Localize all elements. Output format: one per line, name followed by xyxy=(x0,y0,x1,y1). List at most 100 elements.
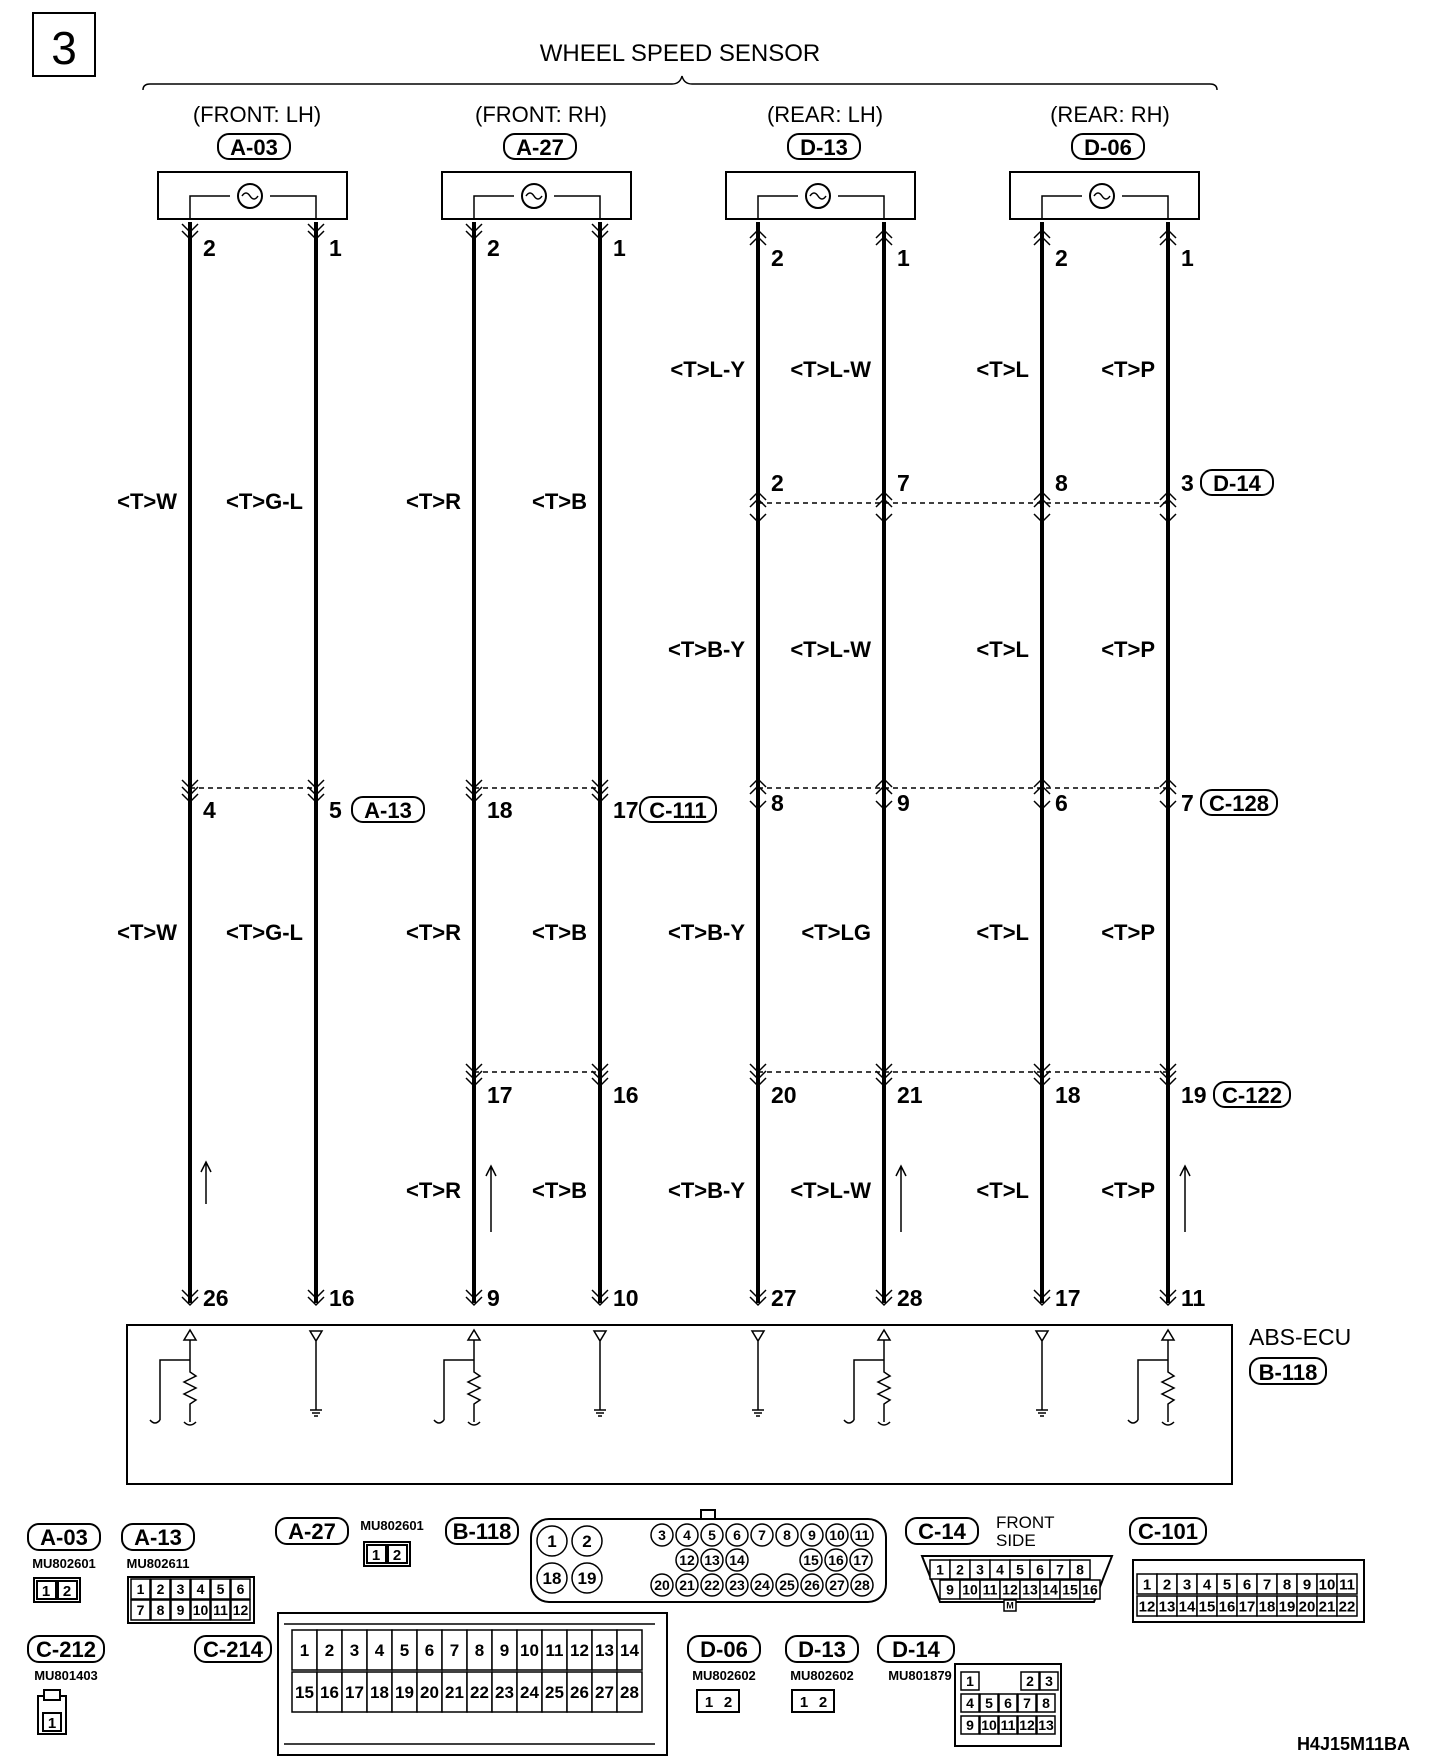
wire-color-label: <T>L-W xyxy=(790,637,871,662)
wire-color-label: <T>B-Y xyxy=(668,637,745,662)
ecu-connector-marks xyxy=(181,1289,1177,1307)
junction-d14: 2 7 8 3 D-14 xyxy=(749,469,1274,524)
wire-color-label: <T>L-W xyxy=(790,1178,871,1203)
pin-label: 5 xyxy=(1016,1562,1024,1578)
pin-label: 11 xyxy=(1339,1576,1355,1593)
pin-label: 12 xyxy=(1002,1582,1018,1598)
pin-label: 11 xyxy=(855,1527,870,1543)
pin-label: 1 xyxy=(42,1583,50,1600)
junction-pin: 21 xyxy=(897,1082,923,1108)
ecu-input-circuit xyxy=(433,1328,482,1426)
pin-cell xyxy=(441,1671,468,1713)
pin-label: 7 xyxy=(1263,1576,1271,1593)
pin-cell xyxy=(1017,1693,1037,1713)
pin-cell xyxy=(650,1573,674,1597)
pin-label: 15 xyxy=(803,1552,819,1568)
pin-cell xyxy=(824,1548,848,1572)
pin-cell xyxy=(1036,1693,1056,1713)
connector-note: FRONT xyxy=(996,1513,1055,1532)
pin-label: 21 xyxy=(445,1683,464,1702)
pin-label: 1 xyxy=(300,1641,309,1660)
pin-cell xyxy=(725,1523,749,1547)
pin-label: 19 xyxy=(395,1683,414,1702)
pin-label: 27 xyxy=(595,1683,614,1702)
pin-cell xyxy=(1036,1715,1056,1735)
part-number: MU802602 xyxy=(790,1668,854,1683)
connector-label: C-14 xyxy=(918,1519,966,1544)
junction-pin: 19 xyxy=(1181,1082,1207,1108)
wire-color-label: <T>LG xyxy=(801,920,871,945)
pin-label: 6 xyxy=(425,1641,434,1660)
wire-color-label: <T>B xyxy=(532,489,587,514)
pin-cell xyxy=(210,1578,231,1600)
sensor-front-rh xyxy=(441,171,632,220)
junction-pin: 8 xyxy=(1055,470,1068,496)
junction-pin: 9 xyxy=(897,790,910,816)
sensor-label-rear-rh: (REAR: RH) xyxy=(1050,102,1170,127)
pin-cell xyxy=(170,1578,191,1600)
pin-cell xyxy=(849,1548,873,1572)
ecu-pin: 28 xyxy=(897,1285,923,1311)
sensor-pin-numbers: 2 1 2 1 2 1 2 1 xyxy=(203,235,1194,271)
ecu-pin: 16 xyxy=(329,1285,355,1311)
pin-cell xyxy=(799,1548,823,1572)
sensor-rear-rh xyxy=(1009,171,1200,220)
pin-label: 2 xyxy=(63,1583,71,1600)
up-arrow-icon xyxy=(485,1164,497,1232)
figure-code: H4J15M11BA xyxy=(1297,1734,1410,1754)
pin-cell xyxy=(960,1671,980,1691)
wire-color-label: <T>L xyxy=(976,637,1029,662)
wire-color-label: <T>W xyxy=(117,920,177,945)
junction-pin: 5 xyxy=(329,797,342,823)
pin-label: 10 xyxy=(981,1717,997,1733)
wire-labels-seg1: <T>W <T>G-L <T>R <T>B <T>L-Y <T>L-W <T>L… xyxy=(117,357,1155,514)
pin-label: 4 xyxy=(683,1527,691,1543)
pin-cell xyxy=(516,1629,543,1671)
pin-d06-2: 2 xyxy=(1055,245,1068,271)
pin-cell xyxy=(210,1599,231,1621)
part-number: MU802601 xyxy=(360,1518,424,1533)
wire-color-label: <T>B-Y xyxy=(668,920,745,945)
pin-cell xyxy=(700,1573,724,1597)
pin-cell xyxy=(571,1525,603,1557)
junction-pin: 17 xyxy=(613,797,639,823)
wire-color-label: <T>W xyxy=(117,489,177,514)
sensor-wave-icon xyxy=(241,192,259,200)
sensor-front-lh xyxy=(157,171,348,220)
pin-label: 7 xyxy=(1056,1562,1064,1578)
pin-cell xyxy=(675,1548,699,1572)
pin-label: 17 xyxy=(853,1552,869,1568)
wire-color-label: <T>R xyxy=(406,920,461,945)
ecu-input-circuit xyxy=(1127,1328,1176,1426)
junction-connector-c111: C-111 xyxy=(649,798,707,823)
part-number: MU801403 xyxy=(34,1668,98,1683)
pin-label: 1 xyxy=(705,1694,713,1711)
pin-label: 18 xyxy=(370,1683,389,1702)
pin-label: 16 xyxy=(320,1683,339,1702)
sensor-wave-icon xyxy=(1093,192,1111,200)
pin-cell xyxy=(700,1548,724,1572)
sensor-connector-a27: A-27 xyxy=(516,135,564,160)
pin-label: 21 xyxy=(679,1577,695,1593)
pin-label: 9 xyxy=(1303,1576,1311,1593)
pin-label: 13 xyxy=(704,1552,720,1568)
connector-view-d06: D-06 MU802602 1 2 xyxy=(687,1635,761,1713)
wire-color-label: <T>P xyxy=(1101,357,1155,382)
pin-cell xyxy=(130,1599,151,1621)
pin-cell xyxy=(998,1715,1018,1735)
junction-pin: 17 xyxy=(487,1082,513,1108)
pin-label: 5 xyxy=(1223,1576,1231,1593)
wire-color-label: <T>B-Y xyxy=(668,1178,745,1203)
pin-cell xyxy=(998,1693,1018,1713)
connector-label: B-118 xyxy=(453,1519,512,1544)
pin-cell xyxy=(979,1715,999,1735)
wire-color-label: <T>B xyxy=(532,920,587,945)
pin-label: 8 xyxy=(783,1527,791,1543)
sensor-connector-d13: D-13 xyxy=(800,135,848,160)
pin-label: 1 xyxy=(936,1562,944,1578)
up-arrow-icon xyxy=(1179,1164,1191,1232)
pin-label: 1 xyxy=(1143,1576,1151,1593)
